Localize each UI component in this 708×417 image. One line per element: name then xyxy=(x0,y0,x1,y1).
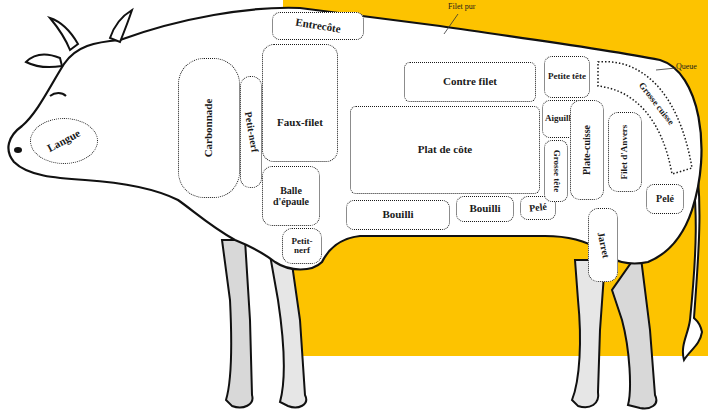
cut-name: Filet d'Anvers xyxy=(620,125,629,180)
cut-region: Balle d'épaule xyxy=(262,166,320,226)
hind-leg xyxy=(612,250,656,408)
cut-region: Faux-filet xyxy=(262,44,338,162)
cut-name: Pelé xyxy=(656,194,674,205)
cut-name: Entrecôte xyxy=(295,17,342,36)
cut-name: Carbonnade xyxy=(203,99,215,158)
ear xyxy=(26,55,62,68)
cut-name: Grosse tête xyxy=(551,150,560,193)
nostril xyxy=(14,147,22,153)
cut-region: Petit-nerf xyxy=(282,228,322,264)
cut-label: Filet pur xyxy=(448,2,475,11)
cut-region: Jarret xyxy=(588,208,618,282)
cut-name: Jarret xyxy=(595,231,611,259)
cut-region: Grosse tête xyxy=(544,140,568,202)
cut-region: Contre filet xyxy=(404,62,536,102)
cut-region: Pelé xyxy=(646,184,684,214)
cut-name: Langue xyxy=(46,128,83,155)
cut-region: Filet d'Anvers xyxy=(608,112,642,192)
leader-line xyxy=(656,68,676,70)
cut-name: Contre filet xyxy=(443,76,497,88)
cut-name: Plate-cuisse xyxy=(582,125,593,175)
cut-region: Plate-cuisse xyxy=(570,100,604,200)
cut-region: Petite tête xyxy=(544,56,590,98)
cut-region: Petit-nerf xyxy=(240,76,262,188)
cut-name: Petit-nerf xyxy=(242,111,259,153)
hind-leg xyxy=(572,260,605,407)
cut-region: Bouilli xyxy=(456,196,514,222)
cut-region: Entrecôte xyxy=(272,12,364,40)
cut-name: Bouilli xyxy=(382,209,413,221)
eye xyxy=(50,93,66,96)
cut-name: Petite tête xyxy=(547,72,587,81)
cut-name: Bouilli xyxy=(469,203,500,215)
cut-name: Balle d'épaule xyxy=(266,186,316,207)
front-leg xyxy=(270,250,306,407)
cut-label: Queue xyxy=(676,62,697,71)
cut-region: Bouilli xyxy=(346,200,450,230)
cut-name: Plat de côte xyxy=(418,144,472,156)
horn xyxy=(110,10,132,42)
leader-line xyxy=(444,14,458,34)
front-leg xyxy=(222,240,252,407)
horn xyxy=(50,18,78,50)
cut-region: Carbonnade xyxy=(178,58,240,198)
cut-name: Pelé xyxy=(529,202,548,214)
cut-name: Faux-filet xyxy=(277,117,323,129)
cut-name: Petit-nerf xyxy=(286,237,318,256)
cut-region: Langue xyxy=(30,118,98,164)
cut-region: Plat de côte xyxy=(350,106,540,194)
